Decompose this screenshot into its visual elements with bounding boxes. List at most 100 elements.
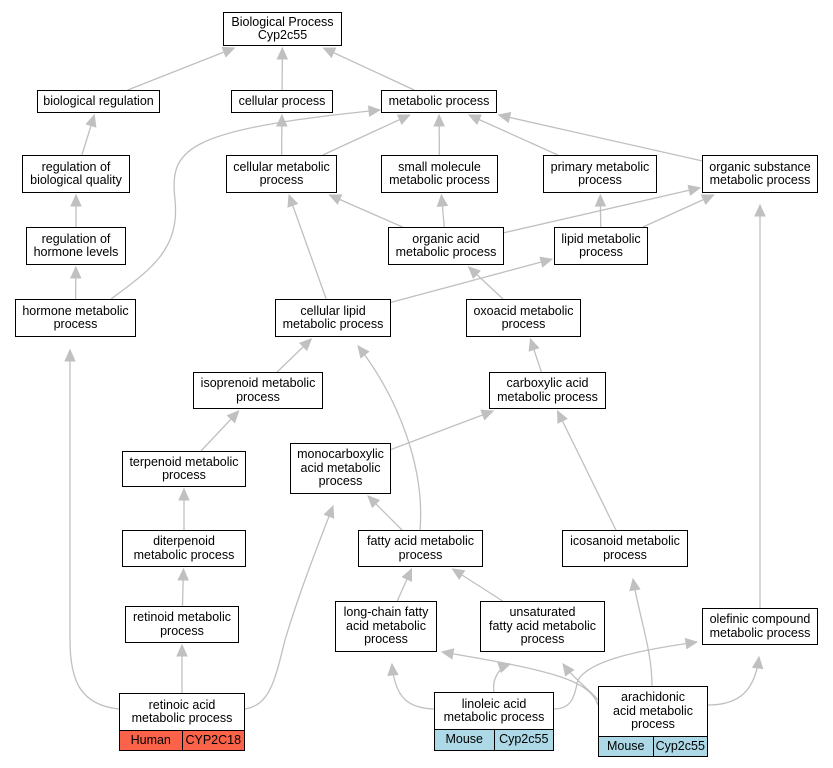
edge-hormone-met-to-reg-hormone-arrowhead (69, 265, 82, 279)
go-term-label-line: process (520, 632, 565, 647)
go-term-label-line: organic acid (412, 231, 480, 246)
edge-linoleic-to-long-chain (391, 663, 435, 710)
edge-bio-reg-to-root-arrowhead (221, 46, 236, 58)
edge-long-chain-to-fatty-acid-arrowhead (401, 567, 413, 582)
go-term-bio-reg[interactable]: biological regulation (37, 90, 160, 113)
edge-org-sub-to-met-proc-arrowhead (497, 111, 512, 124)
edge-met-proc-to-root (323, 47, 415, 91)
go-term-label-line: process (53, 317, 98, 331)
edge-fatty-acid-to-cell-lipid (357, 345, 422, 531)
go-term-label-line: carboxylic acid (506, 376, 589, 390)
go-term-label-line: process (259, 173, 304, 187)
edge-arachidonic-to-icosanoid-arrowhead (629, 577, 641, 592)
edge-lipid-met-to-org-sub-arrowhead (700, 194, 715, 206)
go-term-label-line: metabolic process (388, 93, 490, 108)
edge-retinoic-to-monocarboxylic (244, 505, 334, 710)
gene-tag: Cyp2c55 (493, 730, 554, 750)
go-term-label-line: process (501, 317, 546, 331)
go-term-label-line: metabolic process (389, 173, 490, 187)
annotated-term-label-line: acid metabolic (613, 703, 693, 718)
go-term-label-line: olefinic compound (709, 612, 811, 626)
edge-fatty-acid-to-monocarboxylic-arrowhead (367, 495, 381, 509)
edge-retinoid-to-diterpenoid-arrowhead (177, 567, 189, 581)
go-term-label-line: metabolic process (497, 389, 598, 404)
go-term-label-line: retinoid metabolic (133, 610, 231, 624)
edge-cell-lipid-to-cell-met-arrowhead (287, 193, 299, 208)
go-term-label-line: Cyp2c55 (257, 28, 308, 42)
edge-cell-lipid-to-lipid-met-arrowhead (539, 256, 554, 268)
go-term-cell-proc[interactable]: cellular process (231, 90, 333, 113)
go-term-label-line: cellular lipid (300, 303, 366, 318)
go-term-label-line: process (579, 245, 623, 259)
go-term-label-line: metabolic process (395, 245, 497, 259)
edge-cell-lipid-to-lipid-met (390, 258, 553, 304)
go-term-label-line: metabolic process (282, 317, 384, 331)
go-term-label-line: long-chain fatty (343, 605, 429, 620)
edge-reg-bio-quality-to-bio-reg-arrowhead (85, 113, 97, 128)
edge-hormone-met-to-met-proc (110, 109, 381, 300)
edge-oxoacid-to-org-acid-arrowhead (467, 266, 481, 280)
edge-retinoic-to-monocarboxylic-arrowhead (323, 504, 335, 519)
edge-cell-proc-to-root-arrowhead (276, 46, 289, 60)
go-term-label-line: hormone metabolic (22, 303, 129, 318)
edge-diterpenoid-to-terpenoid-arrowhead (178, 487, 190, 501)
edge-cell-met-to-cell-proc-arrowhead (276, 113, 288, 127)
edge-monocarboxylic-to-carboxylic (390, 410, 494, 451)
go-term-label-line: process (364, 632, 408, 647)
edge-prim-met-to-met-proc-arrowhead (467, 114, 482, 125)
edge-org-acid-to-small-mol-arrowhead (436, 193, 449, 207)
edge-reg-hormone-to-reg-bio-quality-arrowhead (70, 193, 82, 207)
go-term-label-line: acid metabolic (346, 618, 426, 633)
edge-org-acid-to-cell-met (329, 194, 403, 228)
edge-lipid-met-to-prim-met-arrowhead (594, 193, 607, 207)
edge-retinoic-to-hormone-met-arrowhead (64, 348, 76, 362)
go-term-label-line: process (578, 173, 622, 187)
go-term-label-line: small molecule (398, 159, 481, 174)
go-term-label-line: icosanoid metabolic (570, 534, 680, 548)
edge-linoleic-to-olefinic (553, 641, 698, 710)
go-term-label-line: regulation of (41, 231, 111, 246)
edge-met-proc-to-root-arrowhead (322, 47, 337, 59)
go-term-met-proc[interactable]: metabolic process (381, 90, 497, 113)
go-term-label-line: process (162, 468, 206, 482)
edge-arachidonic-to-long-chain (441, 651, 599, 706)
edge-olefinic-to-org-sub-arrowhead (754, 203, 766, 217)
edge-cell-met-to-met-proc-arrowhead (396, 114, 411, 126)
go-term-label-line: isoprenoid metabolic (200, 376, 316, 390)
go-term-label-line: acid metabolic (300, 460, 381, 475)
edge-small-mol-to-met-proc-arrowhead (433, 113, 445, 127)
edge-retinoic-to-hormone-met (69, 350, 120, 710)
go-term-label-line: unsaturated (509, 605, 576, 620)
